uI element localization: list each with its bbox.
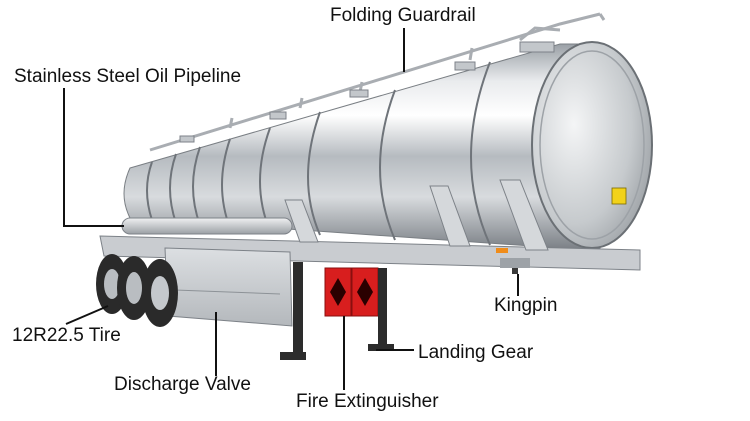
label-landing-gear: Landing Gear [418,342,534,363]
label-stainless-steel-oil-pipeline: Stainless Steel Oil Pipeline [14,66,242,87]
label-folding-guardrail: Folding Guardrail [330,5,476,26]
tank-end-cap [531,41,653,249]
warning-sticker [611,187,627,205]
leader-tire [65,305,109,325]
label-fire-extinguisher: Fire Extinguisher [296,391,439,412]
kingpin-plate [500,258,530,268]
tool-box [164,247,293,327]
label-tire: 12R22.5 Tire [12,325,121,346]
label-discharge-valve: Discharge Valve [114,374,251,395]
manhole-hatches [179,41,555,143]
tires [96,254,178,327]
label-kingpin: Kingpin [494,295,558,316]
oil-pipeline [121,217,293,235]
leader-lines [63,28,519,390]
leader-pipeline [63,88,124,227]
tank-brackets [284,179,549,251]
folding-guardrail [149,12,606,152]
fire-extinguisher-boxes [324,267,379,317]
landing-gear [280,262,394,360]
